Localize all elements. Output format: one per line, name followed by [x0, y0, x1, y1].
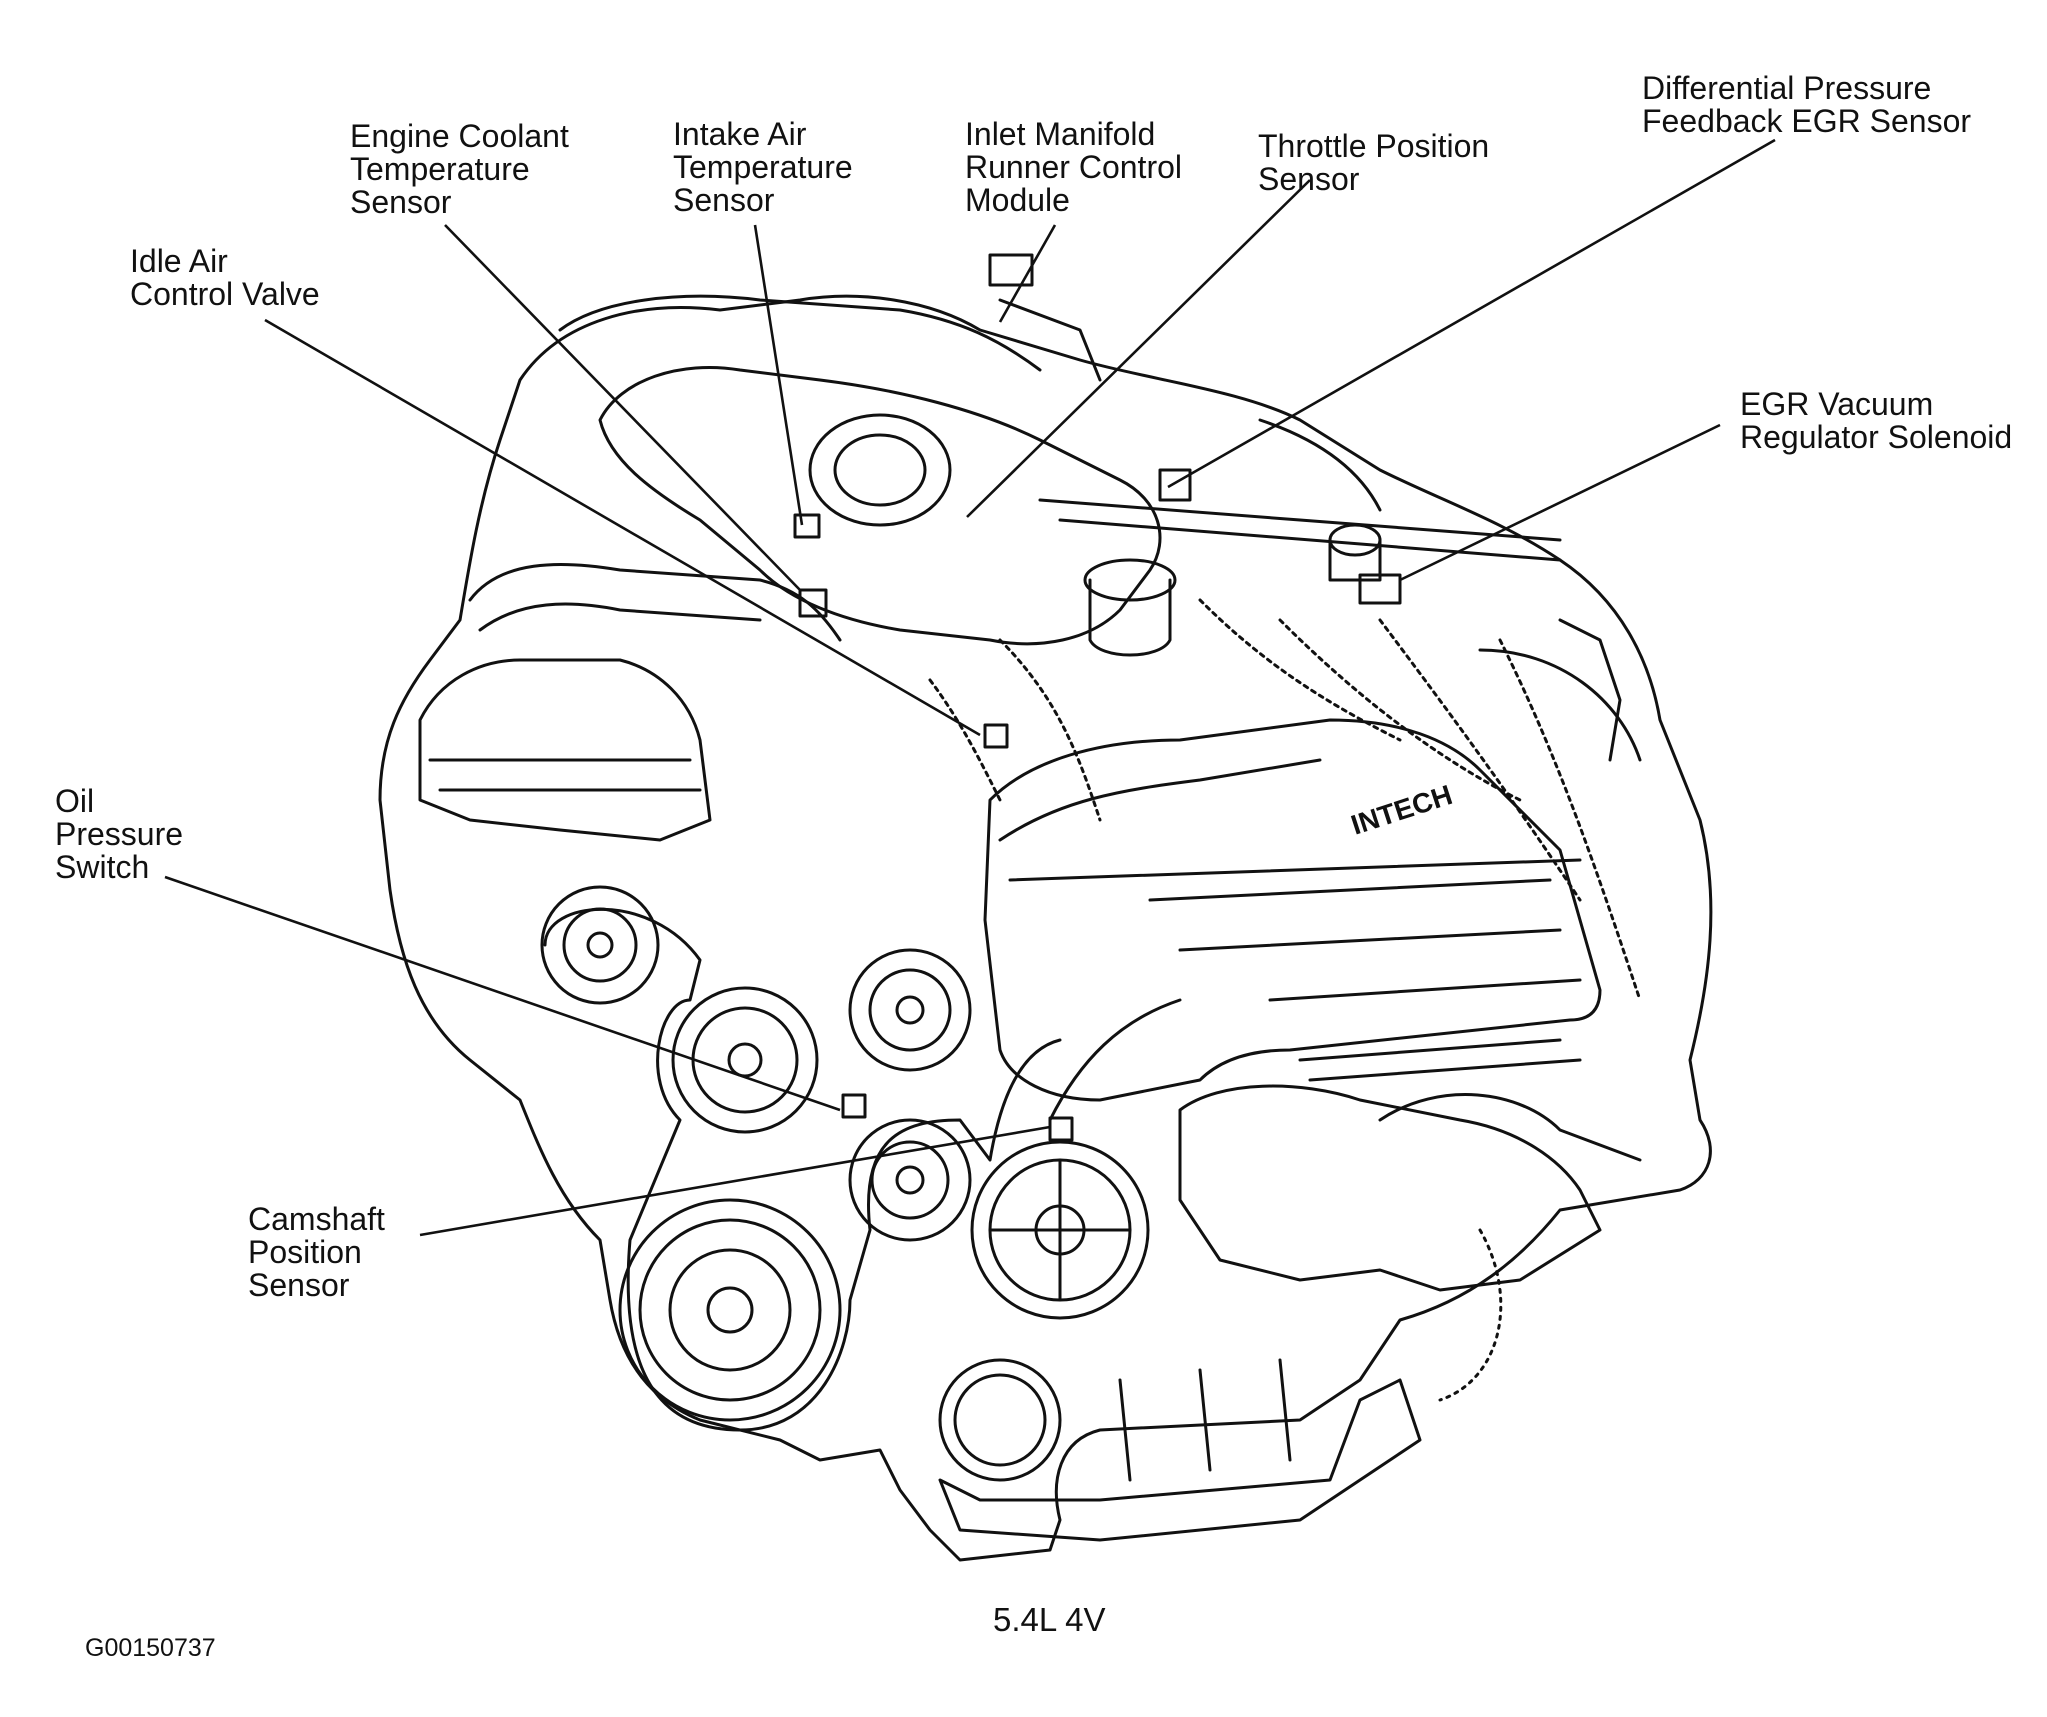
label-egr-vacuum-regulator-solenoid: EGR Vacuum Regulator Solenoid — [1740, 386, 2013, 455]
alternator-pulley — [848, 1118, 972, 1242]
label-engine-coolant-temperature-sensor: Engine Coolant Temperature Sensor — [350, 118, 569, 220]
leader-egr-vacuum-regulator-solenoid — [1399, 423, 1721, 582]
leader-idle-air-control-valve — [264, 318, 981, 737]
oil-filter — [938, 1358, 1062, 1482]
wiring-harness — [998, 758, 1322, 842]
label-intake-air-temperature-sensor: Intake Air Temperature Sensor — [673, 116, 853, 218]
label-camshaft-position-sensor: Camshaft Position Sensor — [248, 1201, 385, 1303]
tensioner-pulley — [848, 948, 972, 1072]
valve-cover-lettering: INTECH — [1347, 779, 1456, 841]
intake-manifold — [598, 365, 1162, 646]
leader-inlet-manifold-runner-control-module — [998, 224, 1057, 323]
crankshaft-pulley — [618, 1198, 842, 1422]
figure-id: G00150737 — [85, 1634, 216, 1662]
label-differential-pressure-feedback-egr-sensor: Differential Pressure Feedback EGR Senso… — [1642, 70, 1972, 139]
leader-oil-pressure-switch — [164, 875, 841, 1112]
label-oil-pressure-switch: Oil Pressure Switch — [55, 783, 184, 885]
valve-cover — [983, 718, 1602, 1102]
power-steering-pulley — [970, 1140, 1150, 1320]
leader-camshaft-position-sensor — [419, 1125, 1051, 1237]
engine-outline — [378, 294, 1713, 1562]
leader-throttle-position-sensor — [966, 179, 1311, 518]
oil-filler-cap — [1083, 558, 1177, 602]
label-inlet-manifold-runner-control-module: Inlet Manifold Runner Control Module — [965, 116, 1182, 218]
leader-intake-air-temperature-sensor — [753, 224, 804, 526]
label-throttle-position-sensor: Throttle Position Sensor — [1258, 128, 1490, 197]
label-idle-air-control-valve: Idle Air Control Valve — [130, 243, 320, 312]
leader-differential-pressure-feedback-egr-sensor — [1167, 138, 1776, 489]
throttle-body — [808, 413, 952, 527]
oil-pan — [938, 1378, 1422, 1542]
figure-caption: 5.4L 4V — [993, 1601, 1106, 1638]
leader-engine-coolant-temperature-sensor — [444, 224, 801, 591]
serpentine-belt — [543, 907, 1062, 1432]
idler-pulley-upper — [540, 885, 660, 1005]
